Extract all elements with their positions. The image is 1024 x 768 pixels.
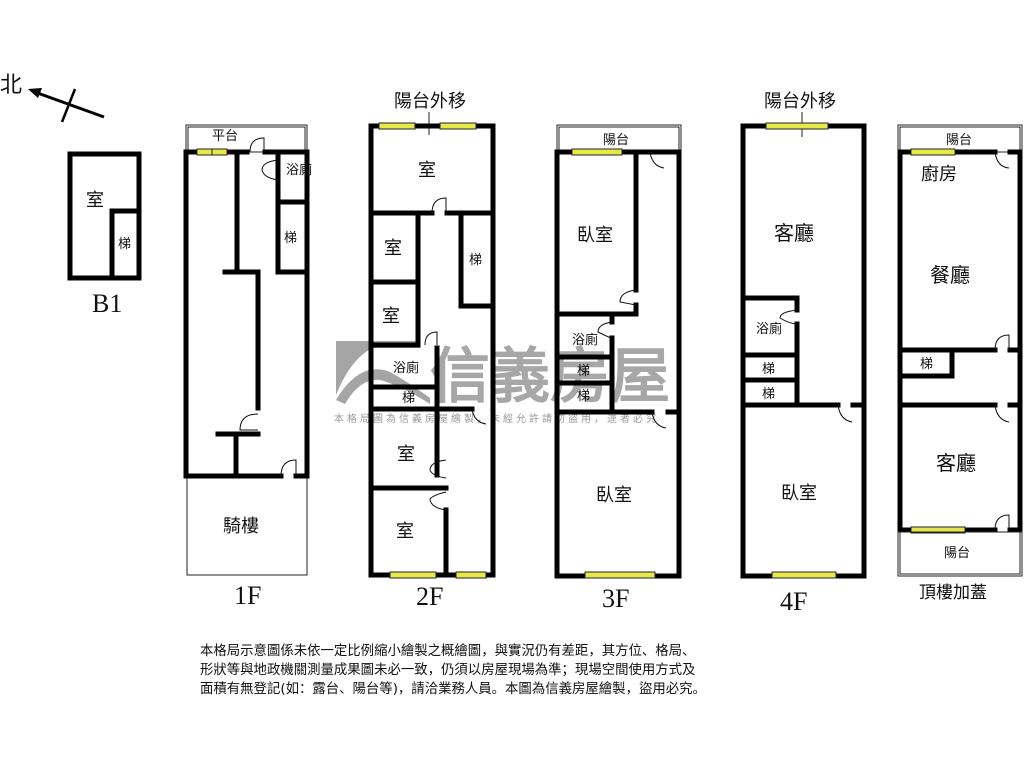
window bbox=[455, 571, 487, 579]
room-label: 梯 bbox=[762, 387, 775, 402]
window bbox=[584, 571, 656, 579]
window bbox=[439, 122, 477, 130]
floor-label-4f: 4F bbox=[780, 587, 807, 616]
window bbox=[771, 571, 837, 579]
window bbox=[378, 122, 416, 130]
disclaimer-line: 面積有無登記(如：露台、陽台等)，請洽業務人員。本圖為信義房屋繪製，盜用必究。 bbox=[200, 682, 706, 697]
room-label: 浴廁 bbox=[572, 332, 598, 348]
room-label: 梯 bbox=[469, 253, 482, 268]
floor-4f: 陽台外移 客廳 浴廁 梯 梯 臥室 4F bbox=[740, 91, 867, 616]
disclaimer-line: 本格局示意圖係未依一定比例縮小繪製之概繪圖，與實況仍有差距，其方位、格局、 bbox=[200, 644, 696, 659]
floor-1f: 平台 浴廁 梯 騎樓 1F bbox=[183, 124, 312, 610]
room-label: 室 bbox=[384, 238, 402, 259]
floor-rooftop: 陽台 廚房 餐廳 梯 客廳 陽台 頂樓加蓋 bbox=[897, 124, 1023, 603]
room-label: 客廳 bbox=[936, 451, 976, 475]
floor-label-b1: B1 bbox=[92, 289, 122, 318]
room-label: 廚房 bbox=[921, 163, 957, 185]
disclaimer: 本格局示意圖係未依一定比例縮小繪製之概繪圖，與實況仍有差距，其方位、格局、 形狀… bbox=[200, 642, 840, 699]
room-label: 陽台 bbox=[603, 133, 629, 148]
floor-b1: 室 梯 B1 bbox=[67, 151, 142, 318]
room-label: 室 bbox=[396, 521, 414, 542]
room-label: 梯 bbox=[402, 391, 415, 406]
room-label: 客廳 bbox=[774, 221, 814, 245]
room-label: 騎樓 bbox=[223, 516, 259, 537]
room-label: 梯 bbox=[118, 237, 131, 252]
window bbox=[910, 526, 966, 534]
room-label: 陽台 bbox=[946, 133, 972, 148]
floor-label-3f: 3F bbox=[602, 584, 629, 613]
brand-logo-icon bbox=[336, 341, 420, 395]
room-label: 浴廁 bbox=[756, 321, 782, 337]
floor-2f: 陽台外移 室 室 梯 室 浴廁 梯 室 室 2F bbox=[368, 91, 496, 611]
room-label: 梯 bbox=[577, 364, 590, 379]
room-label: 浴廁 bbox=[393, 360, 419, 376]
floor-label-1f: 1F bbox=[234, 581, 261, 610]
window bbox=[389, 571, 437, 579]
room-label: 臥室 bbox=[596, 485, 632, 506]
watermark: 信義房屋 本格局圖為信義房屋繪製，未經允許請勿盜用，違者必究 bbox=[334, 341, 670, 425]
room-label: 臥室 bbox=[577, 225, 613, 246]
compass-label: 北 bbox=[0, 72, 22, 97]
floor-label-rooftop: 頂樓加蓋 bbox=[919, 583, 987, 603]
disclaimer-line: 形狀等與地政機關測量成果圖未必一致，仍須以房屋現場為準；現場空間使用方式及 bbox=[200, 663, 696, 678]
annotation-balcony-moved: 陽台外移 bbox=[394, 91, 466, 112]
annotation-balcony-moved: 陽台外移 bbox=[764, 91, 836, 112]
room-label: 梯 bbox=[920, 357, 933, 372]
window bbox=[910, 148, 956, 156]
room-label: 餐廳 bbox=[930, 263, 970, 287]
watermark-brand: 信義房屋 bbox=[430, 342, 670, 412]
room-label: 梯 bbox=[284, 231, 297, 246]
room-label: 陽台 bbox=[944, 546, 970, 561]
room-label: 室 bbox=[418, 160, 436, 181]
floor-label-2f: 2F bbox=[416, 582, 443, 611]
room-label: 室 bbox=[86, 190, 104, 211]
room-label: 室 bbox=[397, 444, 415, 465]
room-label: 室 bbox=[382, 306, 400, 327]
room-label: 浴廁 bbox=[286, 162, 312, 178]
floor-3f: 陽台 臥室 浴廁 梯 梯 臥室 3F bbox=[554, 124, 682, 613]
north-arrow-icon bbox=[28, 88, 105, 123]
window bbox=[765, 122, 829, 130]
room-label: 梯 bbox=[762, 362, 775, 377]
room-label: 臥室 bbox=[781, 483, 817, 504]
room-label: 梯 bbox=[577, 389, 590, 404]
room-label: 平台 bbox=[212, 129, 238, 144]
window bbox=[571, 148, 623, 156]
